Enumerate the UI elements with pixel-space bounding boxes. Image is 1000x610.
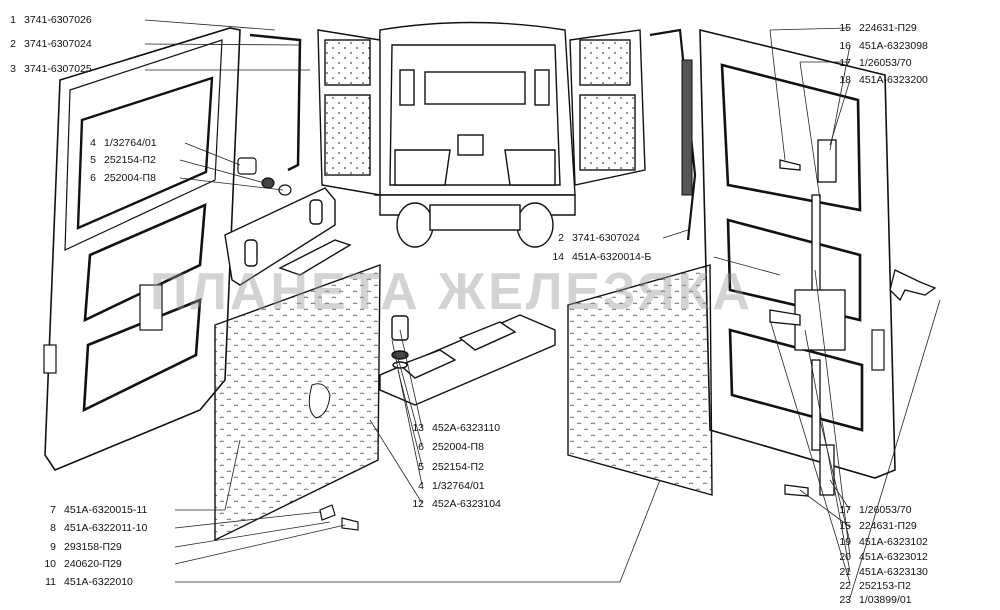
left-door bbox=[43, 27, 241, 471]
watermark: ПЛАНЕТА ЖЕЛЕЗЯКА bbox=[150, 263, 753, 321]
van-body bbox=[374, 21, 576, 248]
leader-lines bbox=[144, 19, 941, 599]
left-trim-panel bbox=[214, 263, 381, 542]
van-open-doors bbox=[317, 29, 646, 196]
right-door bbox=[699, 28, 896, 479]
seal-strip bbox=[681, 59, 693, 196]
door-stop-plate bbox=[379, 314, 556, 406]
door-lock-rods bbox=[769, 139, 937, 497]
fasteners-left bbox=[237, 157, 359, 531]
hinge-bracket bbox=[224, 187, 352, 286]
trim-panel-hole bbox=[308, 383, 331, 419]
door-seal-1 bbox=[249, 33, 302, 172]
right-trim-panel bbox=[567, 264, 713, 496]
